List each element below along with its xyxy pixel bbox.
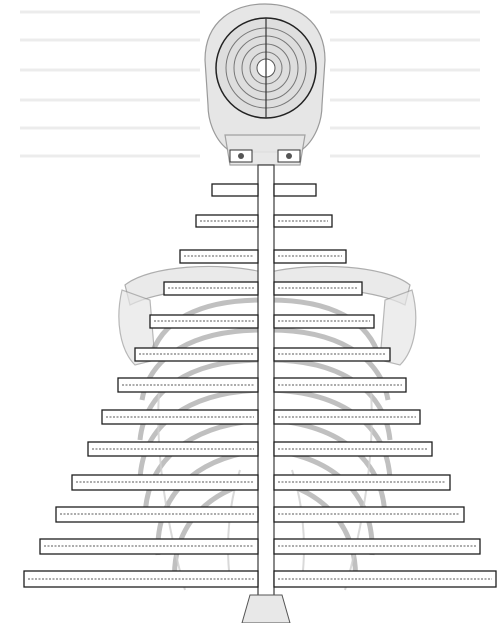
skull-target-circle	[216, 18, 316, 118]
